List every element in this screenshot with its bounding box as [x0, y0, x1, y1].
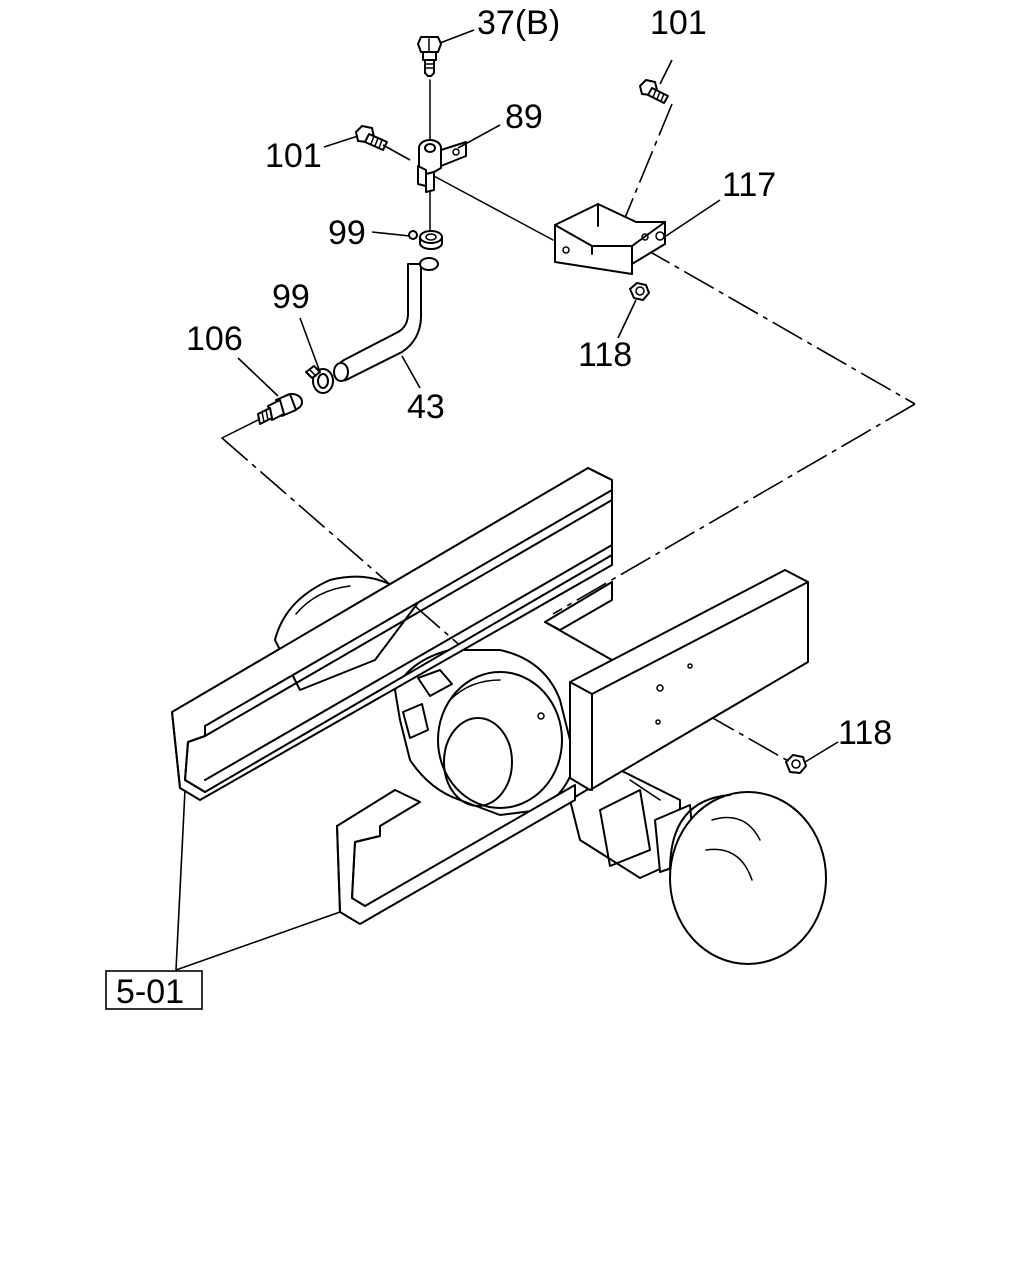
- assembly-line-right-frame: [552, 403, 916, 615]
- callout-labels: 37(B) 101 89 101 117 99 99 106 118 43 11…: [186, 4, 892, 752]
- washer-99-upper: [419, 230, 443, 250]
- nut-118-lower: [785, 754, 807, 774]
- fitting-106: [257, 393, 303, 425]
- callout-37b: 37(B): [477, 4, 560, 42]
- callout-118-lower: 118: [838, 714, 892, 752]
- callout-101-top: 101: [650, 4, 707, 42]
- reference-box[interactable]: 5-01: [105, 970, 203, 1011]
- assembly-line-117-right: [639, 245, 916, 405]
- callout-43: 43: [407, 388, 445, 426]
- leader-lines: [175, 29, 839, 971]
- brake-drum-right: [669, 791, 827, 965]
- side-rail-upper: [171, 467, 613, 801]
- clamp-small-upper: [408, 230, 418, 240]
- bracket-clip-89: [417, 139, 467, 193]
- bolt-101-left: [355, 125, 388, 151]
- connector-fitting-37b: [417, 36, 442, 77]
- side-rail-right: [537, 569, 809, 791]
- cross-member: [544, 581, 613, 661]
- callout-106: 106: [186, 320, 243, 358]
- callout-118-upper: 118: [578, 336, 632, 374]
- callout-99-upper: 99: [328, 214, 366, 252]
- assembly-lines: [221, 79, 916, 763]
- callout-117: 117: [722, 166, 776, 204]
- assembly-line-106-left: [221, 419, 259, 439]
- callout-99-lower: 99: [272, 278, 310, 316]
- differential-housing: [394, 649, 576, 816]
- nut-118-upper: [629, 282, 650, 301]
- bolt-101-top: [639, 79, 669, 104]
- bracket-117: [554, 203, 666, 275]
- callout-101-left: 101: [265, 137, 322, 175]
- hose-43: [333, 257, 439, 382]
- callout-89: 89: [505, 98, 543, 136]
- assembly-line-left-frame: [221, 437, 542, 717]
- hose-clamp-99-lower: [305, 365, 334, 394]
- assembly-line-89-117: [431, 174, 554, 241]
- chassis-assembly: [171, 467, 827, 965]
- reference-box-label: 5-01: [116, 973, 184, 1011]
- side-rail-lower: [336, 784, 576, 925]
